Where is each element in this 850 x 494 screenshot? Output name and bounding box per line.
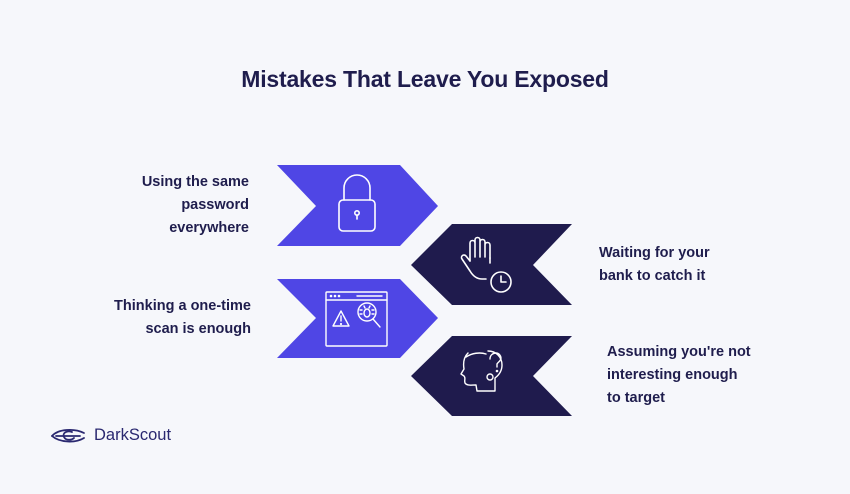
- label-line: Waiting for your: [599, 245, 710, 261]
- label-line: bank to catch it: [599, 268, 706, 284]
- chevron-step-2: [411, 224, 572, 305]
- label-line: interesting enough: [607, 367, 738, 383]
- brand-logo: DarkScout: [50, 426, 171, 445]
- chevron-step-1: [277, 165, 438, 246]
- label-line: Using the same: [141, 174, 249, 190]
- head-question-icon: [460, 350, 503, 392]
- step-2-label: Waiting for your bank to catch it: [599, 242, 759, 288]
- chevron-step-4: [411, 336, 572, 416]
- browser-bug-scan-icon: [325, 291, 388, 347]
- label-line: scan is enough: [145, 321, 251, 337]
- label-line: Assuming you're not: [607, 344, 751, 360]
- padlock-icon: [338, 174, 376, 232]
- hand-clock-icon: [460, 236, 512, 293]
- label-line: password: [181, 197, 249, 213]
- label-line: everywhere: [169, 220, 249, 236]
- chevron-step-3: [277, 279, 438, 358]
- label-line: Thinking a one-time: [114, 298, 251, 314]
- page-title: Mistakes That Leave You Exposed: [241, 66, 609, 92]
- brand-name: DarkScout: [94, 426, 172, 444]
- step-1-label: Using the same password everywhere: [100, 171, 249, 240]
- label-line: to target: [607, 390, 665, 406]
- eye-logo-icon: [51, 428, 85, 442]
- step-3-label: Thinking a one-time scan is enough: [90, 295, 251, 341]
- step-4-label: Assuming you're not interesting enough t…: [607, 341, 777, 410]
